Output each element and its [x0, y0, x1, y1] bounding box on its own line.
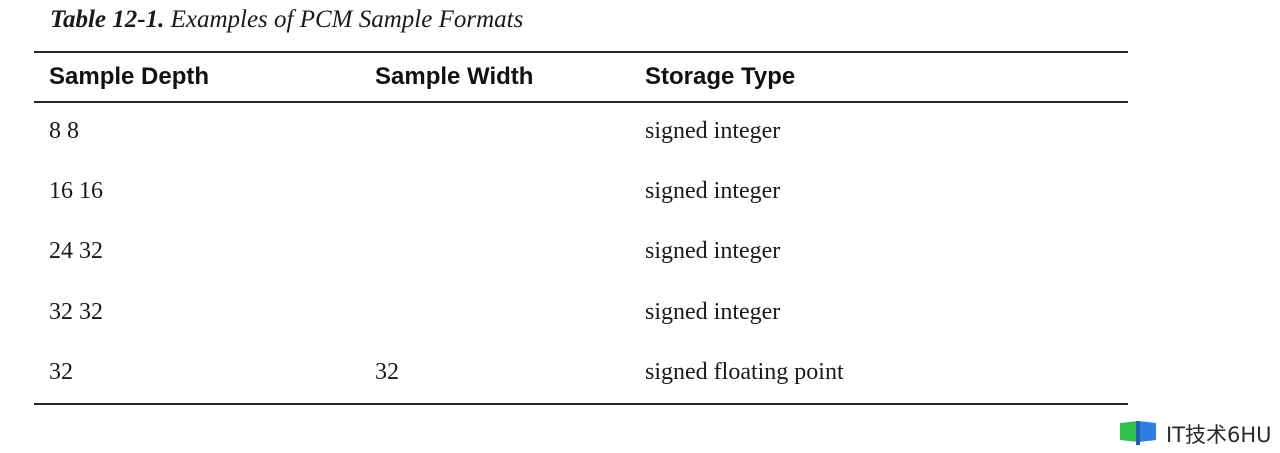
cell-storage-type: signed floating point [645, 359, 844, 385]
logo-left-page [1120, 421, 1138, 442]
cell-sample-depth: 32 [49, 359, 73, 385]
header-sample-depth: Sample Depth [49, 63, 210, 90]
logo-right-page [1138, 421, 1156, 442]
table-caption: Table 12-1. Examples of PCM Sample Forma… [50, 6, 523, 34]
cell-storage-type: signed integer [645, 238, 781, 264]
table-top-rule [34, 51, 1128, 53]
table-caption-label: Table 12-1. [50, 6, 165, 33]
header-storage-type: Storage Type [645, 63, 796, 90]
cell-storage-type: signed integer [645, 118, 781, 144]
table-header-rule [34, 101, 1128, 103]
logo-spine [1136, 421, 1140, 445]
table-caption-title: Examples of PCM Sample Formats [170, 6, 524, 33]
watermark: IT技术6HU [1118, 419, 1272, 449]
cell-storage-type: signed integer [645, 178, 781, 204]
cell-sample-depth: 16 16 [49, 178, 103, 204]
open-book-logo-icon [1118, 417, 1160, 451]
cell-sample-depth: 8 8 [49, 118, 79, 144]
cell-sample-depth: 24 32 [49, 238, 103, 264]
watermark-text: IT技术6HU [1166, 423, 1272, 447]
table-bottom-rule [34, 403, 1128, 405]
cell-storage-type: signed integer [645, 299, 781, 325]
header-sample-width: Sample Width [375, 63, 534, 90]
cell-sample-width: 32 [375, 359, 399, 385]
cell-sample-depth: 32 32 [49, 299, 103, 325]
